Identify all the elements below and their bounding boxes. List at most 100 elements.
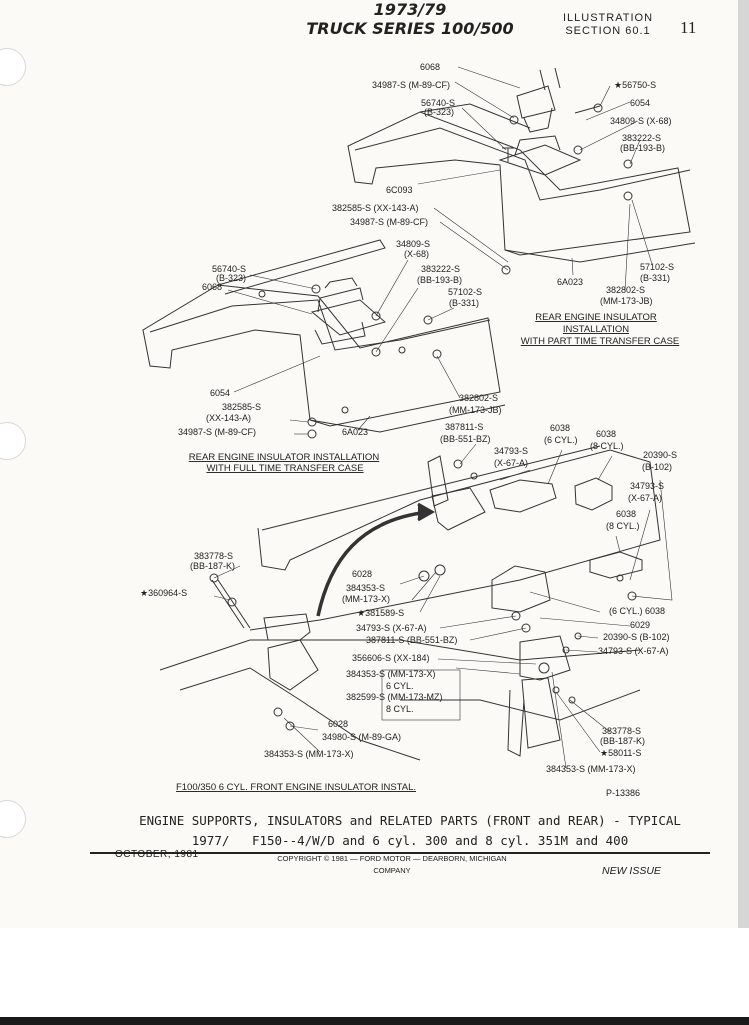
part-label: 382585-S xyxy=(222,402,261,412)
part-label: 34980-S (M-89-GA) xyxy=(322,732,401,742)
page-number: 11 xyxy=(680,18,697,37)
part-label: 6C093 xyxy=(386,185,413,195)
top-fasteners xyxy=(501,103,633,275)
part-label: 34793-S xyxy=(494,446,528,456)
part-label: (6 CYL.) xyxy=(544,435,578,445)
part-label: 383778-S xyxy=(602,726,641,736)
part-label: 384353-S (MM-173-X) xyxy=(346,669,436,679)
part-label: 6068 xyxy=(420,62,440,72)
part-label: 387811-S xyxy=(445,422,483,432)
part-label: 6A023 xyxy=(342,427,368,437)
part-label: (B-323) xyxy=(424,107,454,117)
part-label: 382585-S (XX-143-A) xyxy=(332,203,419,213)
part-label: (BB-193-B) xyxy=(417,275,462,285)
part-label: (X-67-A) xyxy=(628,493,662,503)
part-label: 6068 xyxy=(202,282,222,292)
part-label: (6 CYL.) 6038 xyxy=(609,606,665,616)
caption-part-time: INSTALLATION xyxy=(563,324,629,335)
part-label: 6A023 xyxy=(557,277,583,287)
copyright-notice: COPYRIGHT © 1981 — FORD MOTOR — DEARBORN… xyxy=(262,853,522,877)
part-label: 56740-S xyxy=(421,98,455,108)
relocation-arrow xyxy=(316,510,429,617)
part-label: 382599-S (MM-173-MZ) xyxy=(346,692,443,702)
part-label: 356606-S (XX-184) xyxy=(352,653,430,663)
caption-part-time: WITH PART TIME TRANSFER CASE xyxy=(521,336,680,347)
lower-left-bracket xyxy=(211,579,319,691)
part-label: (MM-173-X) xyxy=(342,594,390,604)
part-label: 34793-S (X-67-A) xyxy=(598,646,669,656)
lower-right-bracket xyxy=(507,635,571,757)
part-label: 57102-S xyxy=(448,287,482,297)
plate-number: P-13386 xyxy=(606,788,640,798)
lower-leader-lines xyxy=(213,443,673,769)
part-label: 6 CYL. xyxy=(386,681,414,691)
part-label: 34987-S (M-89-CF) xyxy=(350,217,428,227)
issue-date: OCTOBER, 1981 xyxy=(115,849,199,860)
caption-line-2: 1977/ F150--4/W/D and 6 cyl. 300 and 8 c… xyxy=(191,833,629,848)
cylinder-callout-box xyxy=(381,669,461,721)
part-label: (BB-187-K) xyxy=(600,736,645,746)
section-reference: ILLUSTRATION SECTION 60.1 xyxy=(560,12,656,38)
lower-insulator-6cyl xyxy=(431,479,557,613)
part-label: 6028 xyxy=(352,569,372,579)
lower-fasteners xyxy=(209,459,637,731)
issue-status: NEW ISSUE xyxy=(602,865,661,877)
part-label: (XX-143-A) xyxy=(206,413,251,423)
part-label: (X-68) xyxy=(404,249,429,259)
footer-rule xyxy=(90,852,710,854)
series-title: 1973/79 TRUCK SERIES 100/500 xyxy=(300,0,520,38)
part-label: 384353-S (MM-173-X) xyxy=(264,749,354,759)
part-label: 6038 xyxy=(596,429,616,439)
top-frame-crossmember xyxy=(347,103,696,263)
part-label: 6029 xyxy=(630,620,650,630)
part-label: 34809-S xyxy=(396,239,430,249)
scan-edge-bottom xyxy=(0,1017,749,1025)
top-leader-lines xyxy=(417,66,653,291)
part-label: 20390-S (B-102) xyxy=(603,632,670,642)
part-label: 20390-S xyxy=(643,450,677,460)
top-transmission-mount xyxy=(498,67,582,176)
middle-fasteners xyxy=(258,284,442,439)
part-label: (BB-187-K) xyxy=(190,561,235,571)
part-label: 6054 xyxy=(630,98,650,108)
illustration-label: ILLUSTRATION xyxy=(562,12,654,24)
part-label: 384353-S (MM-173-X) xyxy=(546,764,636,774)
part-label: (B-323) xyxy=(216,273,246,283)
part-label: (8 CYL.) xyxy=(590,441,624,451)
part-label: 382802-S xyxy=(459,393,498,403)
part-label: 383778-S xyxy=(194,551,233,561)
part-label: 6038 xyxy=(616,509,636,519)
caption-full-time: REAR ENGINE INSULATOR INSTALLATION xyxy=(189,452,380,463)
part-label: ★381589-S xyxy=(357,608,404,618)
caption-part-time: REAR ENGINE INSULATOR xyxy=(535,312,657,323)
lower-frame-rail xyxy=(159,445,661,761)
part-label: 383222-S xyxy=(421,264,460,274)
copyright-line-2: COMPANY xyxy=(373,866,411,875)
part-label: (8 CYL.) xyxy=(606,521,640,531)
part-label: (BB-551-BZ) xyxy=(440,434,491,444)
figure-caption: ENGINE SUPPORTS, INSULATORS and RELATED … xyxy=(100,811,720,851)
caption-full-time: WITH FULL TIME TRANSFER CASE xyxy=(206,463,363,474)
scan-edge-right xyxy=(738,0,749,928)
part-label: 387811-S (BB-551-BZ) xyxy=(366,635,457,645)
part-label: 8 CYL. xyxy=(386,704,414,714)
part-label: 383222-S xyxy=(622,133,661,143)
caption-line-1: ENGINE SUPPORTS, INSULATORS and RELATED … xyxy=(139,813,681,828)
part-label: ★360964-S xyxy=(140,588,187,598)
middle-insulator xyxy=(310,277,387,345)
copyright-line-1: COPYRIGHT © 1981 — FORD MOTOR — DEARBORN… xyxy=(277,854,507,863)
part-label: (B-331) xyxy=(449,298,479,308)
diagram-drawing xyxy=(142,66,696,769)
catalog-page xyxy=(0,0,738,928)
middle-frame-crossmember xyxy=(142,239,506,433)
part-label: 57102-S xyxy=(640,262,674,272)
part-label: 6054 xyxy=(210,388,230,398)
part-label: 34793-S xyxy=(630,481,664,491)
part-label: 6028 xyxy=(328,719,348,729)
part-label: 56740-S xyxy=(212,264,246,274)
part-label: 34809-S (X-68) xyxy=(610,116,672,126)
part-label: ★58011-S xyxy=(600,748,641,758)
part-label: (MM-173-JB) xyxy=(449,405,502,415)
part-label: ★56750-S xyxy=(614,80,656,90)
part-label: 382802-S xyxy=(606,285,645,295)
